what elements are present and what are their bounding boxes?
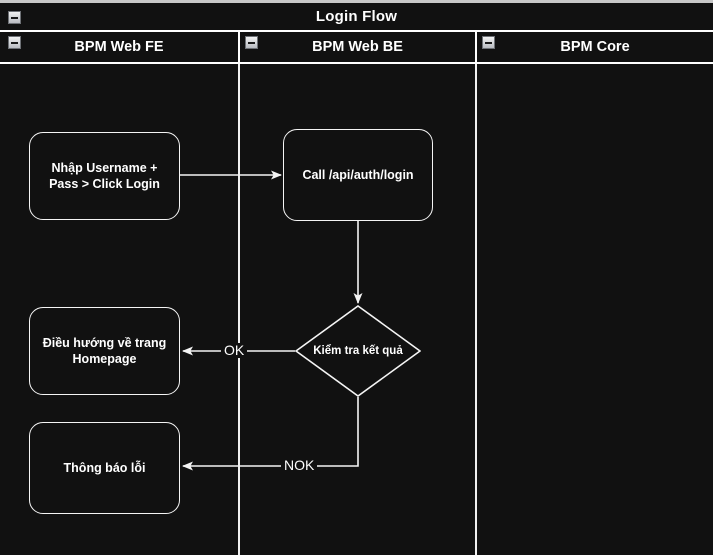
lane-collapse-icon-bpm-web-be[interactable] bbox=[245, 36, 258, 49]
edge-decision-to-error bbox=[182, 397, 359, 471]
lane-title-bpm-web-be: BPM Web BE bbox=[312, 39, 403, 55]
decision-node-check-result-label: Kiểm tra kết quả bbox=[313, 345, 403, 357]
task-node-call-api-label: Call /api/auth/login bbox=[302, 168, 414, 182]
lane-divider-2 bbox=[475, 64, 477, 555]
task-node-call-api[interactable]: Call /api/auth/login bbox=[283, 129, 433, 221]
lane-header-bpm-core: BPM Core bbox=[475, 32, 713, 64]
task-node-input-label: Nhập Username + Pass > Click Login bbox=[49, 161, 160, 191]
task-node-show-error-label: Thông báo lỗi bbox=[63, 461, 146, 475]
edge-label-ok: OK bbox=[221, 343, 248, 358]
pool-title-bar: Login Flow bbox=[0, 3, 713, 32]
decision-node-check-result[interactable]: Kiểm tra kết quả bbox=[295, 305, 421, 397]
lane-divider-1 bbox=[238, 64, 240, 555]
lane-header-bpm-web-fe: BPM Web FE bbox=[0, 32, 238, 64]
task-node-input[interactable]: Nhập Username + Pass > Click Login bbox=[29, 132, 180, 220]
task-node-navigate-homepage-label: Điều hướng về trang Homepage bbox=[42, 336, 167, 366]
diamond-shape-icon bbox=[295, 305, 421, 397]
lane-title-bpm-web-fe: BPM Web FE bbox=[74, 39, 164, 55]
lane-collapse-icon-bpm-web-fe[interactable] bbox=[8, 36, 21, 49]
lane-title-bpm-core: BPM Core bbox=[560, 39, 630, 55]
lane-collapse-icon-bpm-core[interactable] bbox=[482, 36, 495, 49]
task-node-show-error[interactable]: Thông báo lỗi bbox=[29, 422, 180, 514]
swimlane-diagram-canvas: Login Flow BPM Web FE BPM Web BE BPM Cor… bbox=[0, 3, 713, 555]
pool-title: Login Flow bbox=[315, 8, 398, 25]
lane-header-bpm-web-be: BPM Web BE bbox=[238, 32, 475, 64]
edge-label-nok: NOK bbox=[281, 458, 318, 473]
pool-collapse-icon[interactable] bbox=[8, 11, 21, 24]
task-node-navigate-homepage[interactable]: Điều hướng về trang Homepage bbox=[29, 307, 180, 395]
